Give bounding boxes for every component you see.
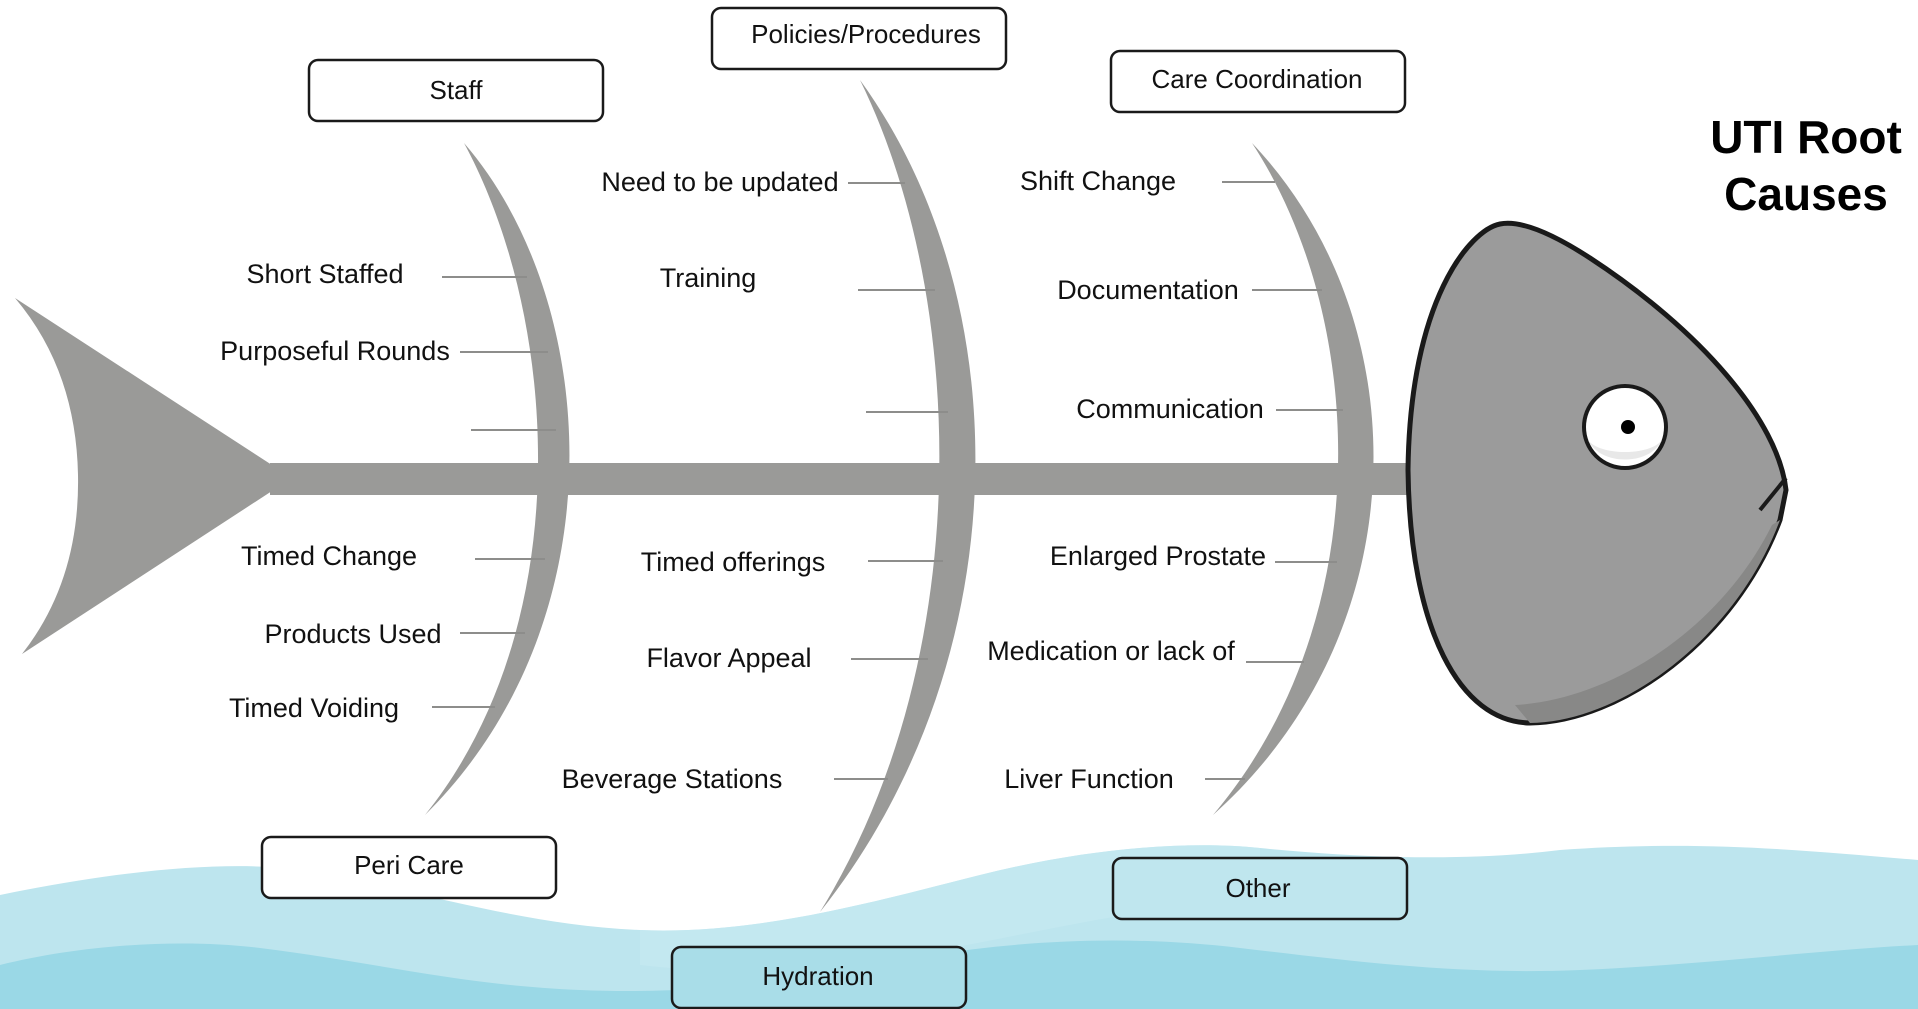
cause-medication-or-lack-of: Medication or lack of (987, 636, 1235, 666)
cause-training: Training (660, 263, 757, 293)
category-label-policies: Policies/Procedures (751, 19, 981, 49)
cause-timed-offerings: Timed offerings (641, 547, 826, 577)
cause-purposeful-rounds: Purposeful Rounds (220, 336, 450, 366)
fish-mouth (1758, 476, 1788, 512)
category-box (1111, 856, 1409, 921)
cause-beverage-stations: Beverage Stations (562, 764, 783, 794)
eye-shade (1588, 440, 1662, 460)
cause-shift-change: Shift Change (1020, 166, 1176, 196)
diagram-title-line-2: Causes (1724, 168, 1888, 220)
category-other: Other (1111, 856, 1409, 921)
cause-documentation: Documentation (1057, 275, 1239, 305)
diagram-title-line-1: UTI Root (1710, 111, 1902, 163)
cause-timed-voiding: Timed Voiding (229, 693, 399, 723)
fish-head (1405, 220, 1789, 726)
cause-liver-function: Liver Function (1004, 764, 1174, 794)
rib-2 (820, 80, 976, 912)
cause-need-to-be-updated: Need to be updated (601, 167, 838, 197)
cause-communication: Communication (1076, 394, 1264, 424)
category-label-other: Other (1225, 873, 1290, 903)
eye-pupil (1621, 420, 1635, 434)
category-label-staff: Staff (429, 75, 483, 105)
category-box (260, 835, 558, 900)
category-box (710, 6, 1008, 71)
category-label-hydration: Hydration (762, 961, 873, 991)
rib-1 (425, 143, 570, 815)
cause-flavor-appeal: Flavor Appeal (646, 643, 811, 673)
fish-tail (15, 298, 275, 654)
cause-enlarged-prostate: Enlarged Prostate (1050, 541, 1266, 571)
category-hydration: Hydration (670, 945, 968, 1009)
fish-spine (270, 463, 1420, 495)
category-label-care-coordination: Care Coordination (1151, 64, 1362, 94)
category-staff: Staff (307, 58, 605, 123)
category-policies: Policies/Procedures (710, 6, 1008, 71)
category-box (670, 945, 968, 1009)
minor-bones (432, 181, 1343, 780)
rib-3 (1213, 143, 1374, 815)
cause-products-used: Products Used (264, 619, 441, 649)
cause-short-staffed: Short Staffed (246, 259, 403, 289)
water-wave-mid (640, 845, 1260, 970)
cause-timed-change: Timed Change (241, 541, 417, 571)
category-label-peri-care: Peri Care (354, 850, 464, 880)
category-peri-care: Peri Care (260, 835, 558, 900)
category-box (1109, 49, 1407, 114)
category-box (307, 58, 605, 123)
category-care-coordination: Care Coordination (1109, 49, 1407, 114)
fish-head-shade (1515, 520, 1780, 723)
